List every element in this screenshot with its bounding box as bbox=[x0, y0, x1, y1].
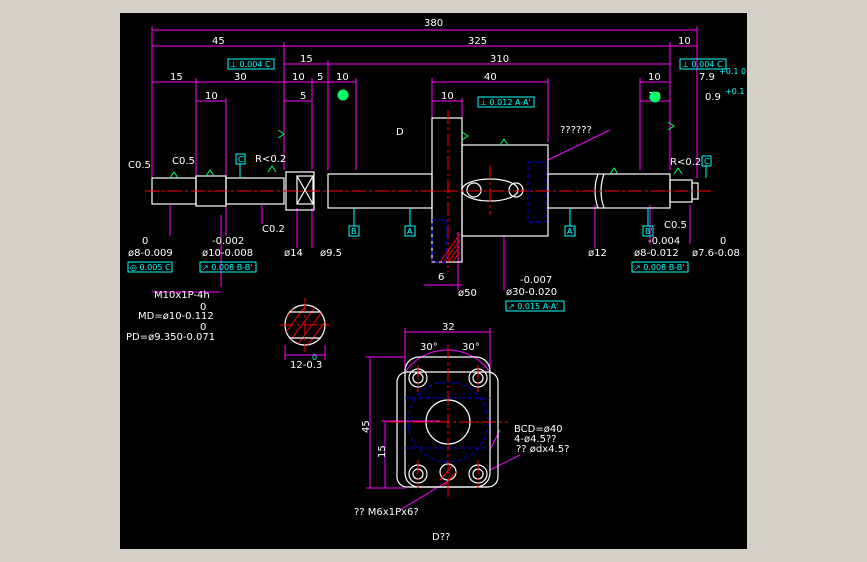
dim-7-9: 7.9 bbox=[699, 72, 715, 83]
dim-32: 32 bbox=[442, 322, 455, 333]
tolerance-frames: ⊥ 0.004 C ⊥ 0.004 C ⊥ 0.012 A-A' ◎ 0.005… bbox=[127, 58, 727, 312]
tap: ?? M6x1Px6? bbox=[354, 507, 419, 518]
d-label: D bbox=[396, 127, 404, 138]
drawing-canvas: 380 45 325 10 15 310 15 30 10 5 10 40 10… bbox=[120, 13, 747, 549]
dim-15: 15 bbox=[300, 54, 313, 65]
holes2: ?? ødx4.5? bbox=[516, 444, 569, 455]
frame-runout-right: ↗ 0.008 B-B' bbox=[634, 263, 684, 272]
dim-40: 40 bbox=[484, 72, 497, 83]
unknown-label: ?????? bbox=[560, 125, 592, 136]
c05-right: C0.5 bbox=[664, 220, 687, 231]
frame-perp-right: ⊥ 0.004 C bbox=[682, 60, 723, 69]
datum-boxes: C C B A A' B' bbox=[235, 153, 712, 237]
ang-30a: 30° bbox=[420, 342, 438, 353]
dim-0-9: 0.9 bbox=[705, 92, 721, 103]
dim-15-left: 15 bbox=[170, 72, 183, 83]
dia12: ø12 bbox=[588, 248, 607, 259]
md: MD=ø10-0.112 bbox=[138, 311, 214, 322]
dim-325: 325 bbox=[468, 36, 487, 47]
dim-7-9-tol: +0.1 0 bbox=[719, 67, 746, 76]
sect-dim: 12-0.3 bbox=[290, 360, 322, 371]
dia7-6: ø7.6-0.08 bbox=[692, 248, 740, 259]
frame-runout-nut: ↗ 0.015 A-A' bbox=[508, 302, 558, 311]
dimension-lines bbox=[151, 26, 698, 511]
ball-screw-drawing: 380 45 325 10 15 310 15 30 10 5 10 40 10… bbox=[126, 18, 747, 543]
dia8r-top: -0.004 bbox=[648, 236, 680, 247]
dim-45: 45 bbox=[212, 36, 225, 47]
dia10: ø10-0.008 bbox=[202, 248, 253, 259]
shaft-outline bbox=[151, 117, 699, 488]
dia8: ø8-0.009 bbox=[128, 248, 173, 259]
frame-perp-left: ⊥ 0.004 C bbox=[230, 60, 271, 69]
datum-leaders bbox=[239, 163, 707, 226]
dim-380: 380 bbox=[424, 18, 443, 29]
dim-5: 5 bbox=[317, 72, 323, 83]
bcd: BCD=ø40 bbox=[514, 424, 563, 435]
dim-10-d: 10 bbox=[205, 91, 218, 102]
dim-15-v: 15 bbox=[377, 445, 388, 458]
dia7-6-top: 0 bbox=[720, 236, 726, 247]
sect-dim-tol: 0 bbox=[312, 353, 317, 362]
c05-left: C0.5 bbox=[128, 160, 151, 171]
center-lines bbox=[145, 110, 712, 500]
dim-10-e: 10 bbox=[441, 91, 454, 102]
c02: C0.2 bbox=[262, 224, 285, 235]
dim-10: 10 bbox=[292, 72, 305, 83]
dimension-text: 380 45 325 10 15 310 15 30 10 5 10 40 10… bbox=[126, 18, 747, 543]
frame-runout-left: ↗ 0.008 B-B' bbox=[202, 263, 252, 272]
dim-6: 6 bbox=[438, 272, 444, 283]
surface-finish-marks bbox=[169, 89, 683, 179]
frame-flat-left: ◎ 0.005 C bbox=[130, 263, 171, 272]
datum-c-right: C bbox=[704, 157, 710, 166]
dim-45-v: 45 bbox=[361, 420, 372, 433]
datum-c-left: C bbox=[238, 155, 244, 164]
r02-left: R<0.2 bbox=[255, 154, 286, 165]
c05-left2: C0.5 bbox=[172, 156, 195, 167]
dim-30: 30 bbox=[234, 72, 247, 83]
r02-right: R<0.2 bbox=[670, 157, 701, 168]
frame-perp-nut: ⊥ 0.012 A-A' bbox=[480, 98, 531, 107]
dim-0-9-tol: +0.1 0 bbox=[725, 87, 747, 96]
holes: 4-ø4.5?? bbox=[514, 434, 557, 445]
ang-30b: 30° bbox=[462, 342, 480, 353]
md-top: 0 bbox=[200, 302, 206, 313]
dim-10-c: 10 bbox=[648, 72, 661, 83]
dia9-5: ø9.5 bbox=[320, 248, 342, 259]
dim-10-b: 10 bbox=[336, 72, 349, 83]
dim-10-right: 10 bbox=[678, 36, 691, 47]
datum-a-right: A' bbox=[567, 227, 575, 236]
dia10-top: -0.002 bbox=[212, 236, 244, 247]
datum-a-left: A bbox=[407, 227, 413, 236]
view-label: D?? bbox=[432, 532, 450, 543]
dia50: ø50 bbox=[458, 288, 477, 299]
datum-b-left: B bbox=[351, 227, 357, 236]
dia14: ø14 bbox=[284, 248, 303, 259]
datum-b-right: B' bbox=[645, 227, 653, 236]
nut-hatch bbox=[439, 233, 461, 487]
dim-310: 310 bbox=[490, 54, 509, 65]
dia8r: ø8-0.012 bbox=[634, 248, 679, 259]
dia30-top: -0.007 bbox=[520, 275, 552, 286]
dia30: ø30-0.020 bbox=[506, 287, 557, 298]
pd: PD=ø9.350-0.071 bbox=[126, 332, 215, 343]
pd-top: 0 bbox=[200, 322, 206, 333]
section-hatch bbox=[285, 305, 325, 345]
dia8-top: 0 bbox=[142, 236, 148, 247]
dim-5-b: 5 bbox=[300, 91, 306, 102]
thread-spec: M10x1P-4h bbox=[154, 290, 210, 301]
